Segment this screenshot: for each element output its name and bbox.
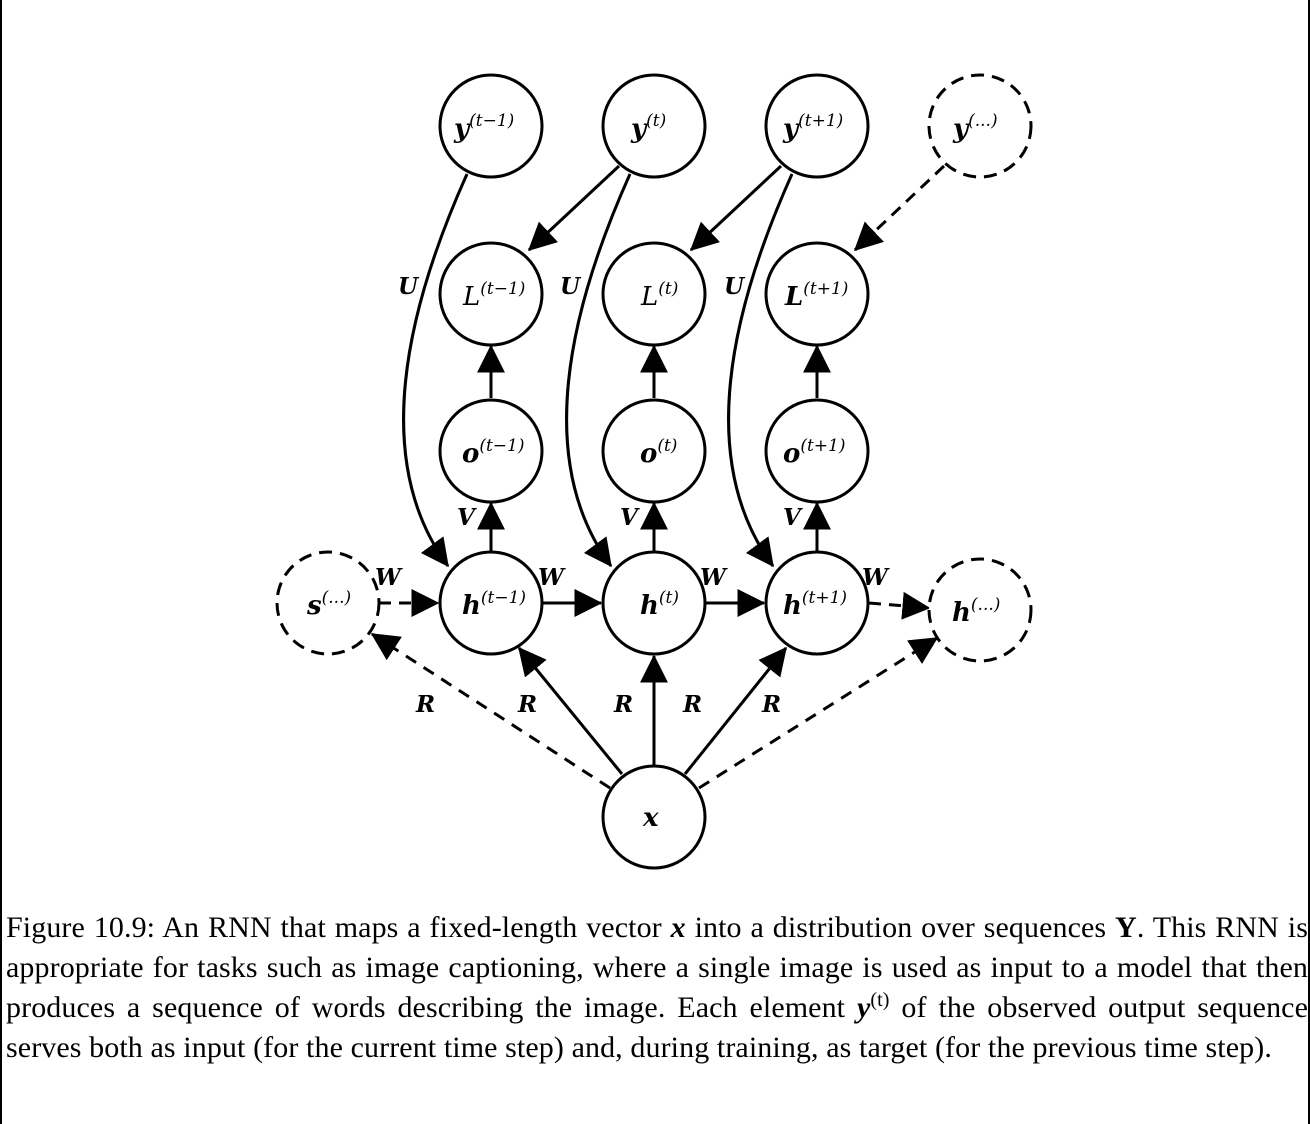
node-label-o-tp1: o(t+1) — [783, 436, 846, 469]
node-label-h-tm1: h(t−1) — [462, 588, 526, 621]
caption-math-x: x — [670, 911, 686, 944]
caption-math-Y: Y — [1115, 911, 1137, 944]
edge-label-u-2: U — [560, 273, 582, 300]
caption-part4: of the observed output sequence serves b… — [6, 991, 1309, 1064]
node-label-o-t: o(t) — [640, 436, 677, 469]
caption-part2: into a distribution over sequences — [685, 911, 1116, 944]
node-h-tm1 — [438, 550, 544, 656]
caption-math-y-sup: (t) — [870, 989, 890, 1011]
edge-r-to-h-more — [698, 636, 939, 790]
node-y-tp1 — [764, 73, 870, 179]
caption-math-y: y — [856, 991, 871, 1024]
node-label-l-tp1: L(t+1) — [784, 279, 848, 312]
rnn-diagram: y(t−1) y(t) y(t+1) y(...) L(t−1) L(t) L(… — [275, 73, 1033, 870]
edge-label-r-2: R — [517, 691, 537, 718]
node-label-l-t: L(t) — [640, 279, 678, 312]
node-label-x: x — [642, 803, 659, 833]
node-label-h-more: h(...) — [952, 595, 1000, 628]
edge-label-w-3: W — [700, 564, 728, 591]
edge-label-u-1: U — [398, 273, 420, 300]
edge-label-v-1: V — [457, 504, 477, 531]
edge-label-v-3: V — [783, 504, 803, 531]
node-label-s-more: s(...) — [306, 588, 351, 621]
edge-u-tp1 — [727, 173, 794, 568]
node-circles — [275, 73, 1033, 870]
node-label-y-tm1: y(t−1) — [453, 111, 514, 144]
node-label-o-tm1: o(t−1) — [462, 436, 525, 469]
node-label-y-more: y(...) — [952, 111, 998, 144]
caption-prefix: Figure 10.9: An RNN that maps a fixed-le… — [6, 911, 671, 944]
node-l-tp1 — [764, 241, 870, 347]
node-labels: y(t−1) y(t) y(t+1) y(...) L(t−1) L(t) L(… — [306, 111, 1000, 833]
node-label-h-tp1: h(t+1) — [783, 588, 847, 621]
edge-y-tp1-to-l-t — [689, 164, 783, 252]
node-y-tm1 — [438, 73, 544, 179]
edge-label-r-4: R — [682, 691, 702, 718]
node-x — [601, 764, 707, 870]
node-label-h-t: h(t) — [640, 588, 679, 621]
edge-u-tm1 — [402, 173, 469, 568]
node-h-t — [601, 550, 707, 656]
node-o-tp1 — [764, 398, 870, 504]
node-label-y-tp1: y(t+1) — [782, 111, 843, 144]
edge-r-to-h-tp1 — [683, 646, 788, 775]
edge-label-r-1: R — [415, 691, 435, 718]
edge-w-tp1-to-more — [868, 591, 931, 620]
edge-label-r-5: R — [761, 691, 781, 718]
node-label-l-tm1: L(t−1) — [462, 279, 525, 312]
edges — [370, 164, 946, 790]
node-l-tm1 — [438, 241, 544, 347]
node-y-more — [927, 73, 1033, 179]
node-h-tp1 — [764, 550, 870, 656]
node-o-t — [601, 398, 707, 504]
node-h-more — [927, 557, 1033, 663]
edge-label-w-2: W — [538, 564, 566, 591]
node-l-t — [601, 241, 707, 347]
edge-label-w-1: W — [375, 564, 403, 591]
node-y-t — [601, 73, 707, 179]
caption-part3: . This RNN is appropriate for tasks such… — [6, 911, 1308, 1024]
edge-r-to-s — [370, 632, 611, 790]
edge-y-more-to-l-tp1 — [853, 164, 946, 252]
edge-r-to-h-tm1 — [517, 646, 624, 775]
edge-y-t-to-l-tm1 — [527, 164, 621, 252]
node-label-y-t: y(t) — [630, 111, 666, 144]
node-o-tm1 — [438, 398, 544, 504]
edge-label-v-2: V — [620, 504, 640, 531]
figure-caption: Figure 10.9: An RNN that maps a fixed-le… — [6, 908, 1308, 1068]
node-s-more — [275, 550, 381, 656]
edge-label-r-3: R — [613, 691, 633, 718]
edge-label-u-3: U — [724, 273, 746, 300]
edge-labels: U U U V V V W W W W R R R R R — [375, 273, 890, 718]
edge-u-t — [565, 173, 632, 568]
edge-label-w-4: W — [862, 564, 890, 591]
